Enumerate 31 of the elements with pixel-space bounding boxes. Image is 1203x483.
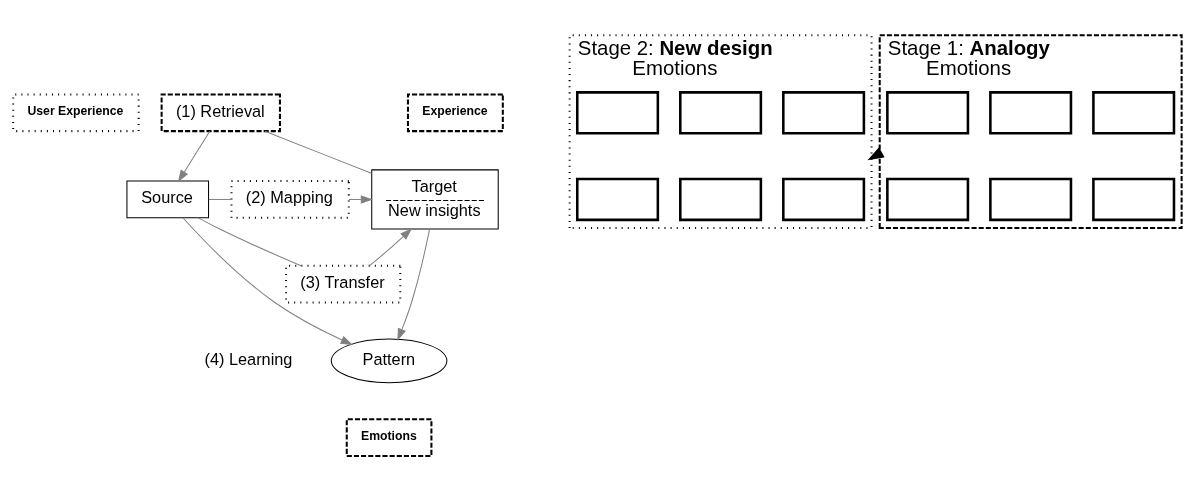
arrow (348, 195, 374, 204)
node-box (1092, 91, 1176, 135)
arrow (182, 217, 353, 345)
cluster: Stage 2: New design Emotions (568, 34, 873, 230)
node-box: Source (126, 180, 210, 219)
node-box: User Experience (12, 93, 140, 133)
node-box: (1) Retrieval (160, 93, 281, 133)
node-box (886, 91, 970, 135)
arrow (397, 228, 431, 341)
arrow (369, 228, 413, 267)
node-box (1092, 177, 1176, 222)
connector (264, 130, 372, 174)
node-box (782, 177, 866, 222)
connector (208, 198, 232, 200)
node-box (679, 91, 763, 135)
arrow (177, 130, 211, 183)
node-box (576, 91, 660, 135)
node-box (782, 91, 866, 135)
connector (197, 217, 302, 267)
node-box (679, 177, 763, 222)
node-box: Experience (406, 93, 504, 133)
label: (4) Learning (204, 349, 293, 368)
cluster: Stage 1: Analogy Emotions (878, 34, 1183, 230)
node-box: (3) Transfer (285, 264, 402, 304)
node-box (886, 177, 970, 222)
node-box (989, 91, 1073, 135)
node-box: (2) Mapping (230, 180, 350, 219)
node-box: Target New insights (371, 169, 499, 230)
node-box (989, 177, 1073, 222)
node-box: Emotions (345, 418, 433, 457)
node-box (576, 177, 660, 222)
